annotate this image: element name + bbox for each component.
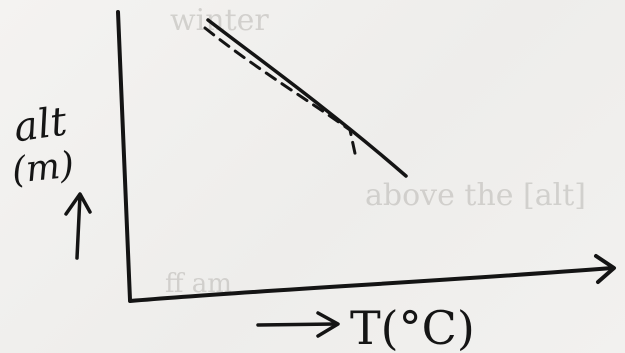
y-axis xyxy=(116,10,132,302)
up-arrow-shaft xyxy=(75,193,82,260)
bleed-through-text-2: above the [alt] xyxy=(365,178,586,213)
up-arrow-head xyxy=(64,192,92,216)
bleed-through-text-1: winter xyxy=(170,3,269,38)
y-axis-label-unit: (m) xyxy=(10,145,76,192)
x-axis-label: T(°C) xyxy=(350,301,475,353)
x-axis-arrowhead xyxy=(594,254,616,284)
right-arrow-head xyxy=(316,311,340,338)
right-arrow-shaft xyxy=(256,322,338,327)
solid-line xyxy=(206,18,408,178)
dashed-line xyxy=(203,26,358,160)
x-axis xyxy=(128,266,614,303)
y-axis-label-alt: alt xyxy=(11,98,71,151)
